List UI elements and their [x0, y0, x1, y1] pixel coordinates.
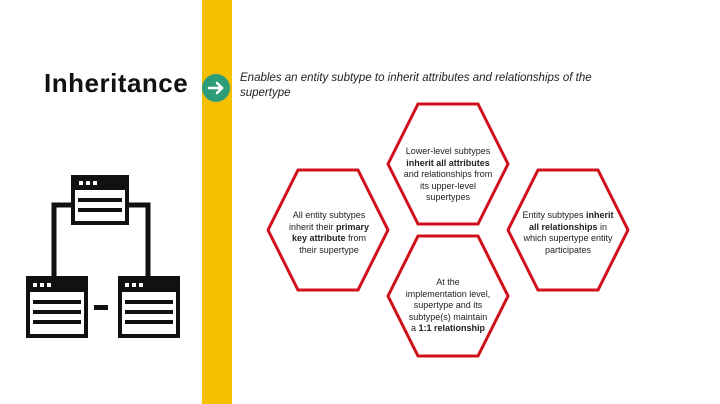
hexagon-bottom [386, 234, 510, 358]
page-title: Inheritance [44, 68, 189, 98]
hexagon-left-text: All entity subtypes inherit their primar… [288, 210, 370, 255]
hierarchy-diagram-icon [26, 175, 180, 338]
arrow-right-icon [202, 74, 230, 102]
accent-bar [202, 0, 232, 404]
hexagon-right [506, 168, 630, 292]
hexagon-top [386, 102, 510, 226]
subtitle: Enables an entity subtype to inherit att… [240, 72, 592, 99]
hexagon-left [266, 168, 390, 292]
hexagon-right-text: Entity subtypes inherit all relationship… [522, 210, 614, 255]
hexagon-bottom-text: At the implementation level, supertype a… [405, 277, 491, 334]
